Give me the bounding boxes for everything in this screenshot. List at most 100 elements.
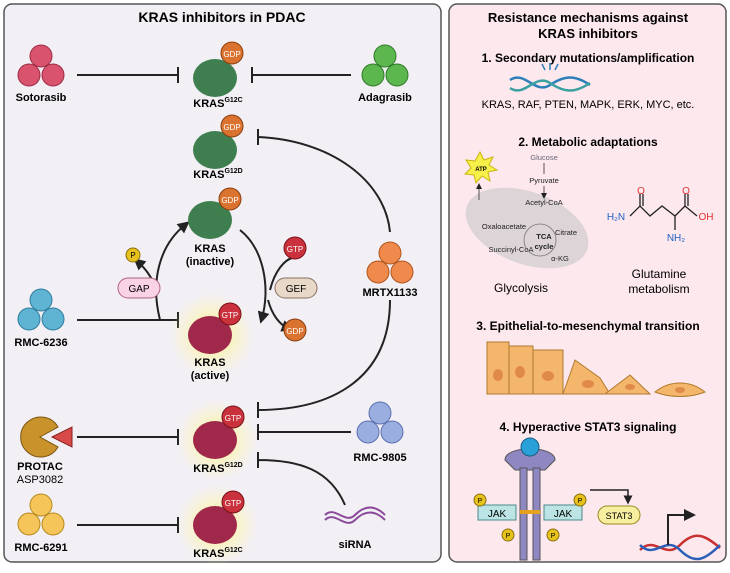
- adagrasib-label: Adagrasib: [358, 92, 412, 104]
- phospho-icons: [473, 493, 587, 542]
- gtp-label: GTP: [287, 245, 303, 254]
- gtp-label: GTP: [225, 499, 241, 508]
- alpha-kg: α-KG: [551, 254, 569, 263]
- p-label: P: [506, 533, 511, 540]
- glycolysis-label: Glycolysis: [494, 281, 548, 295]
- tca: TCA: [536, 232, 552, 241]
- kras-inactive: GDP KRAS (inactive): [186, 187, 242, 268]
- rmc6291-icon: [17, 493, 65, 536]
- jak-left: JAK: [477, 504, 517, 521]
- p-label: P: [130, 251, 135, 260]
- citrate: Citrate: [555, 228, 577, 237]
- superscript: G12C: [224, 547, 242, 554]
- left-title: KRAS inhibitors in PDAC: [138, 9, 305, 25]
- cycle: cycle: [535, 242, 554, 251]
- stat3: STAT3: [597, 505, 641, 525]
- dna-mutation-icon: [509, 63, 591, 92]
- rmc6236-label: RMC-6236: [14, 337, 67, 349]
- svg-text:KRASG12D: KRASG12D: [193, 462, 242, 475]
- kras-g12d-active: GTP KRASG12D: [177, 400, 257, 480]
- s1-genes: KRAS, RAF, PTEN, MAPK, ERK, MYC, etc.: [482, 99, 695, 111]
- right-title-1: Resistance mechanisms against: [488, 10, 689, 25]
- svg-text:KRASG12C: KRASG12C: [193, 97, 242, 110]
- mitochondrion-icon: [465, 187, 589, 269]
- glutamine-label-1: Glutamine: [632, 267, 687, 281]
- kras-label: KRAS: [194, 243, 225, 255]
- atp-label: ATP: [475, 167, 487, 173]
- inactive-label: (inactive): [186, 256, 235, 268]
- p-label: P: [578, 498, 583, 505]
- glutamine-structure: [629, 194, 698, 230]
- kras-label: KRAS: [193, 548, 224, 560]
- gtp-free: GTP: [283, 236, 307, 260]
- right-panel: [448, 3, 727, 563]
- p-label: P: [551, 533, 556, 540]
- emt-cells-icon: [486, 341, 706, 397]
- oxaloacetate: Oxaloacetate: [482, 222, 526, 231]
- kras-active: GTP KRAS (active): [170, 293, 254, 382]
- atom-oh: OH: [699, 212, 714, 223]
- jak-label: JAK: [488, 509, 507, 520]
- svg-text:KRASG12C: KRASG12C: [193, 547, 242, 560]
- atom-nh2: NH₂: [667, 233, 685, 244]
- protac-icon: [20, 416, 73, 458]
- gdp-label: GDP: [221, 196, 238, 205]
- svg-text:KRASG12D: KRASG12D: [193, 168, 242, 181]
- signal-arrow: [590, 489, 633, 505]
- kras-g12c-inactive: GDP KRASG12C: [193, 41, 244, 110]
- rmc9805-label: RMC-9805: [353, 452, 406, 464]
- glutamine-label-2: metabolism: [628, 282, 689, 296]
- sotorasib-icon: [17, 44, 65, 87]
- atp-burst-icon: ATP: [463, 150, 499, 200]
- active-label: (active): [191, 370, 230, 382]
- s1-heading: 1. Secondary mutations/amplification: [482, 51, 695, 65]
- sirna-icon: [324, 506, 386, 524]
- kras-label: KRAS: [193, 98, 224, 110]
- asp3082-label: ASP3082: [17, 474, 63, 486]
- superscript: G12C: [224, 97, 242, 104]
- atom-o: O: [682, 186, 690, 197]
- dna-transcription-icon: [639, 509, 721, 561]
- kras-label: KRAS: [193, 463, 224, 475]
- gef-label: GEF: [286, 284, 307, 295]
- gdp-label: GDP: [223, 50, 240, 59]
- glucose: Glucose: [530, 153, 558, 162]
- acetyl-coa: Acetyl-CoA: [525, 198, 563, 207]
- gap-label: GAP: [128, 284, 149, 295]
- gtp-label: GTP: [225, 414, 241, 423]
- superscript: G12D: [224, 168, 242, 175]
- atom-o: O: [637, 186, 645, 197]
- sirna-label: siRNA: [338, 539, 371, 551]
- kras-g12c-active: GTP KRASG12C: [177, 485, 257, 565]
- pyruvate: Pyruvate: [529, 176, 559, 185]
- atom-h2n: H₂N: [607, 212, 625, 223]
- stat3-label: STAT3: [606, 511, 633, 521]
- kras-label: KRAS: [194, 357, 225, 369]
- mrtx1133-icon: [366, 241, 414, 284]
- succinyl-coa: Succinyl-CoA: [488, 245, 533, 254]
- adagrasib-icon: [361, 44, 409, 87]
- gdp-label: GDP: [223, 123, 240, 132]
- kras-g12d-inactive: GDP KRASG12D: [193, 114, 244, 181]
- s3-heading: 3. Epithelial-to-mesenchymal transition: [476, 319, 699, 333]
- s4-heading: 4. Hyperactive STAT3 signaling: [500, 420, 677, 434]
- glutamine-atoms: O O H₂N OH NH₂: [607, 186, 714, 244]
- gdp-label: GDP: [286, 327, 303, 336]
- right-title-2: KRAS inhibitors: [538, 26, 638, 41]
- jak-right: JAK: [543, 504, 583, 521]
- phosphate: P: [125, 247, 141, 263]
- gdp-free: GDP: [283, 318, 307, 342]
- mrtx1133-label: MRTX1133: [362, 287, 417, 299]
- receptor-icon: [504, 437, 556, 561]
- s2-heading: 2. Metabolic adaptations: [518, 135, 658, 149]
- protac-label: PROTAC: [17, 461, 63, 473]
- rmc6236-icon: [17, 288, 65, 331]
- gef: GEF: [274, 277, 318, 299]
- gap: GAP: [117, 277, 161, 299]
- tca-pathway: Glucose Pyruvate Acetyl-CoA Oxaloacetate…: [482, 153, 577, 263]
- phospho-labels: P P P P: [478, 498, 583, 540]
- jak-label: JAK: [554, 509, 573, 520]
- rmc9805-icon: [356, 401, 404, 444]
- superscript: G12D: [224, 462, 242, 469]
